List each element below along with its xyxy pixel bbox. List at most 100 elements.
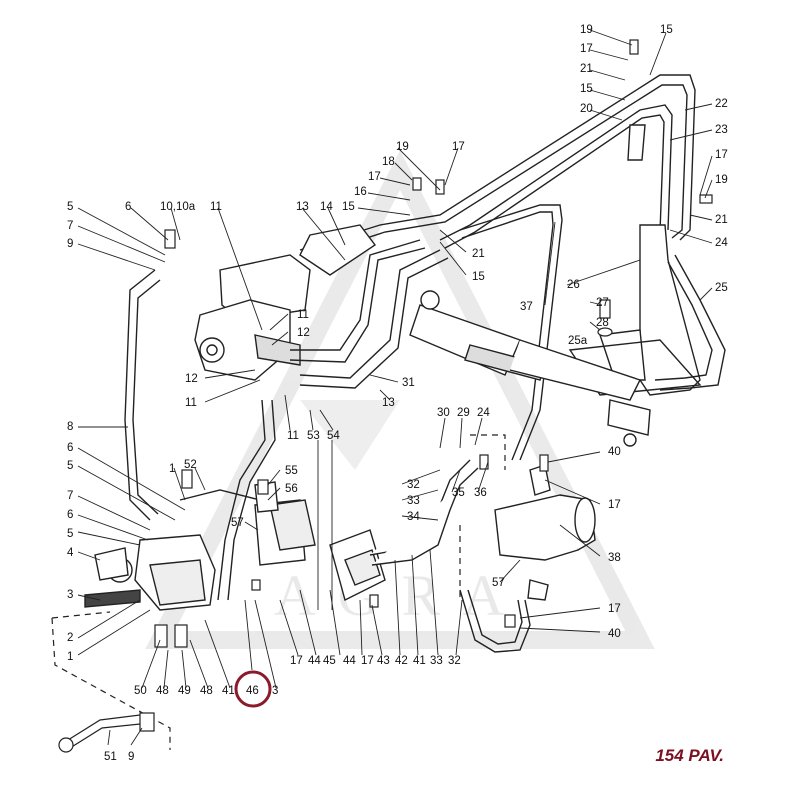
callout-label: 13: [382, 397, 395, 409]
support-bracket: [568, 124, 702, 396]
callout-label: 11: [287, 430, 299, 442]
callout-label: 15: [342, 201, 355, 213]
callout-label: 21: [580, 63, 593, 75]
callout-label: 33: [407, 495, 420, 507]
callout-label: 36: [474, 487, 487, 499]
callout-label: 7: [67, 490, 73, 502]
hose-left-vertical: [124, 269, 161, 521]
callout-label: 34: [407, 511, 420, 523]
callout-label: 19: [396, 141, 409, 153]
steering-cylinder: [409, 290, 651, 447]
callout-label: 41: [413, 655, 426, 667]
callout-label: 12: [185, 373, 198, 385]
callout-label: 13: [296, 201, 309, 213]
callout-label: 56: [285, 483, 298, 495]
hydraulic-pump: [194, 254, 311, 381]
callout-label: 15: [660, 24, 673, 36]
page-code: 154 PAV.: [655, 746, 724, 765]
callout-label: 14: [320, 201, 333, 213]
callout-label: 23: [715, 124, 728, 136]
watermark: AGRA: [145, 150, 655, 649]
callout-label: 41: [222, 685, 235, 697]
pipe-bundle-top: [299, 74, 696, 461]
callout-label: 26: [567, 279, 580, 291]
callout-label: 17: [608, 499, 621, 511]
callout-label: 1: [67, 651, 73, 663]
callout-label: 6: [125, 201, 131, 213]
callout-label: 48: [156, 685, 169, 697]
callout-label: 31: [402, 377, 415, 389]
callout-label: 11: [185, 397, 197, 409]
callout-label: 20: [580, 103, 593, 115]
pipe-bundle-middle: [289, 224, 449, 389]
callout-label: 57: [231, 517, 244, 529]
callout-label: 4: [67, 547, 74, 559]
callout-label: 17: [715, 149, 728, 161]
callout-label: 21: [472, 248, 485, 260]
callout-label: 37: [520, 301, 533, 313]
detail-inset: [51, 611, 171, 753]
callout-label: 12: [297, 327, 310, 339]
callout-label: 46: [246, 685, 259, 697]
callout-label: 54: [327, 430, 340, 442]
callout-label: 40: [608, 628, 621, 640]
flange-middle: [329, 459, 479, 602]
callout-label: 18: [382, 156, 395, 168]
callout-label: 10,10a: [160, 201, 196, 213]
callout-label: 40: [608, 446, 621, 458]
callout-label: 5: [67, 460, 73, 472]
callout-label: 21: [715, 214, 728, 226]
callout-label: 17: [452, 141, 465, 153]
callout-label: 17: [608, 603, 621, 615]
steering-unit: [494, 464, 596, 561]
callout-label: 53: [307, 430, 320, 442]
hose-pump-down: [179, 399, 276, 601]
callout-label: 32: [407, 479, 420, 491]
callout-label: 2: [67, 632, 73, 644]
callout-label: 9: [128, 751, 134, 763]
callout-label: 55: [285, 465, 298, 477]
callout-label: 27: [596, 297, 609, 309]
callout-label: 25: [715, 282, 728, 294]
callout-label: 19: [715, 174, 728, 186]
leader-lines: [77, 29, 713, 746]
callout-label: 30: [437, 407, 450, 419]
callout-label: 49: [178, 685, 191, 697]
callout-label: 9: [67, 238, 73, 250]
callout-label: 28: [596, 317, 609, 329]
callout-label: 17: [361, 655, 374, 667]
callout-label: 5: [67, 528, 73, 540]
callout-label: 57: [492, 577, 505, 589]
callout-label: 15: [472, 271, 485, 283]
dashed-outline-right: [459, 434, 506, 600]
hose-lower-32: [459, 579, 549, 653]
callout-label: 52: [184, 459, 197, 471]
callout-label: 32: [448, 655, 461, 667]
callout-label: 44: [308, 655, 321, 667]
callout-label: 17: [368, 171, 381, 183]
callout-label: 38: [608, 552, 621, 564]
callout-label: 48: [200, 685, 213, 697]
callout-label: 45: [323, 655, 336, 667]
callout-label: 24: [477, 407, 490, 419]
fittings: [154, 39, 713, 648]
callout-label: 1: [169, 463, 175, 475]
callout-label: 25a: [568, 335, 588, 347]
callout-label: 43: [377, 655, 390, 667]
callout-label: 19: [580, 24, 593, 36]
callout-label: 44: [343, 655, 356, 667]
callout-label: 29: [457, 407, 470, 419]
callout-label: 6: [67, 442, 73, 454]
callout-label: 16: [354, 186, 367, 198]
callout-label: 17: [580, 43, 593, 55]
callout-label: 7: [67, 220, 73, 232]
watermark-text: AGRA: [274, 563, 526, 628]
callout-label: 51: [104, 751, 117, 763]
callout-label: 11: [210, 201, 222, 213]
callout-label: 15: [580, 83, 593, 95]
callout-label: 24: [715, 237, 728, 249]
callout-label: 42: [395, 655, 408, 667]
callout-label: 3: [67, 589, 73, 601]
